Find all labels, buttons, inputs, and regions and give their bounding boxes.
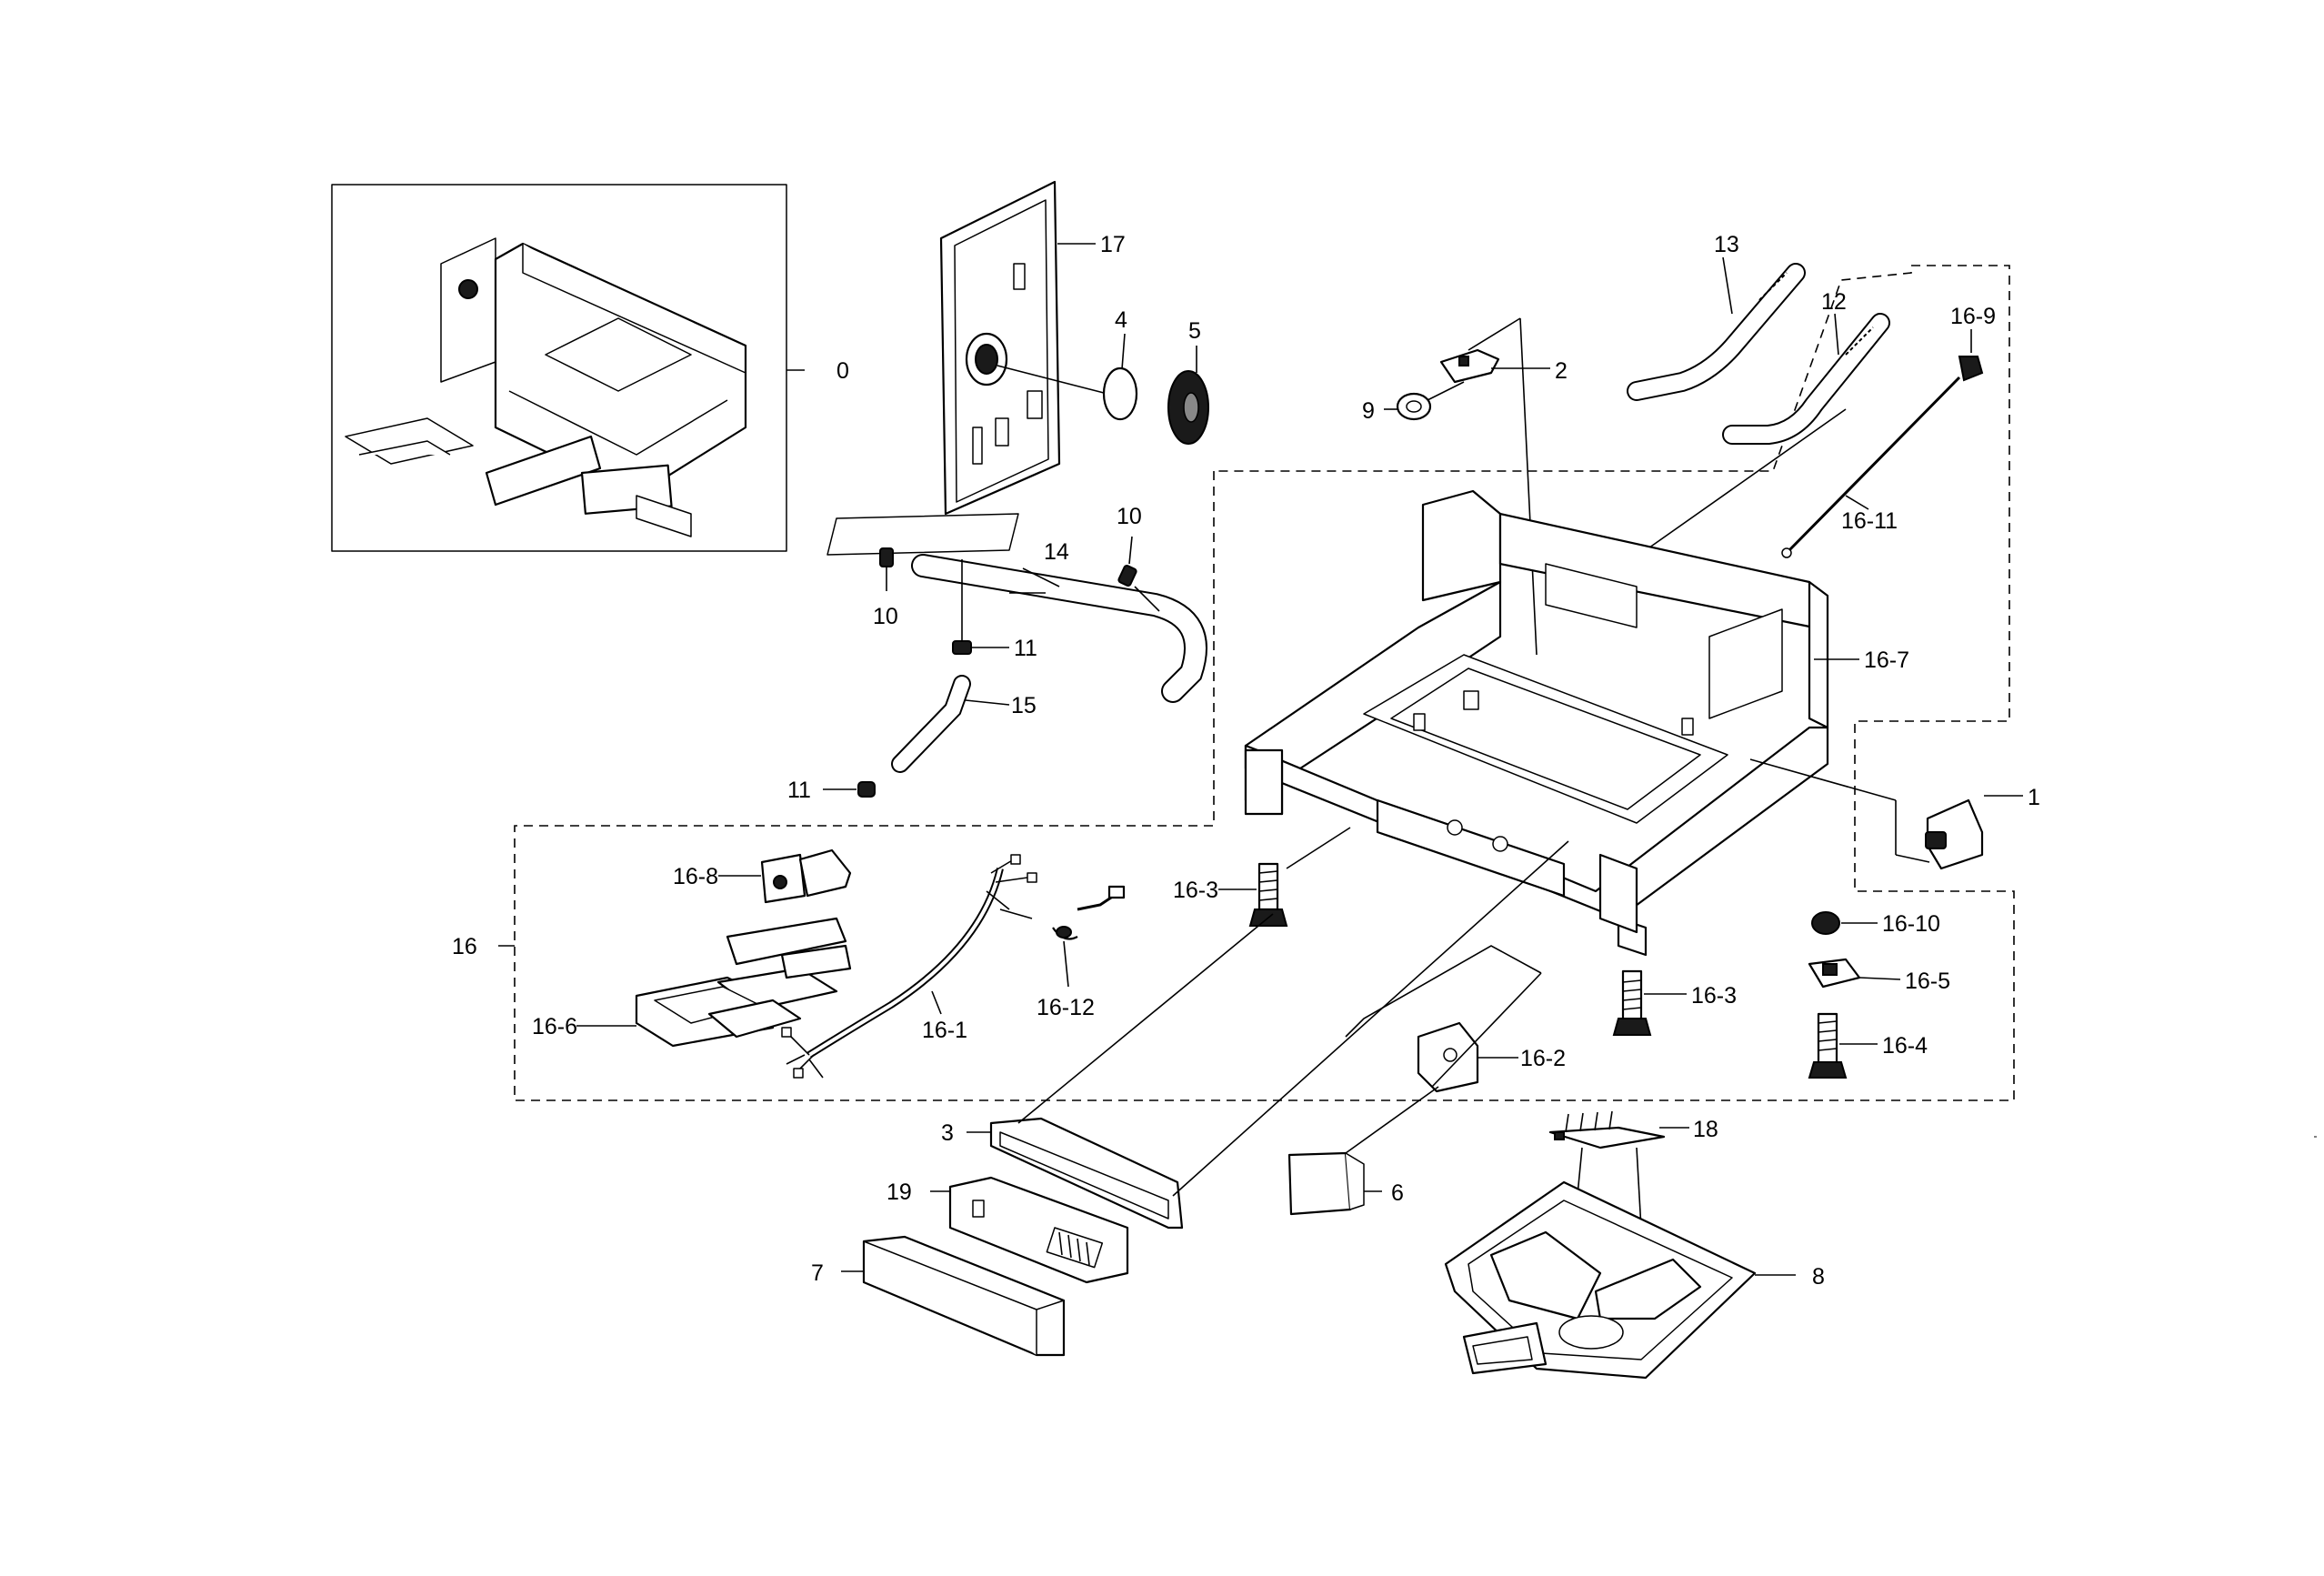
part-10-clamp-right — [1117, 564, 1137, 587]
part-19-control-board — [948, 1176, 1129, 1284]
part-9-clip — [1396, 392, 1432, 421]
part-11-clamp-lower — [857, 781, 876, 798]
label-part-11-lower: 11 — [787, 778, 811, 803]
part-16-6-tray — [635, 917, 852, 1048]
label-part-16-10: 16-10 — [1882, 911, 1940, 937]
label-part-16-11: 16-11 — [1841, 508, 1898, 534]
label-part-0: 0 — [836, 358, 849, 384]
label-part-16-7: 16-7 — [1864, 647, 1909, 673]
part-3-front-panel — [989, 1117, 1184, 1230]
part-16-3-foot-right — [1612, 969, 1652, 1036]
label-part-6: 6 — [1391, 1180, 1404, 1206]
label-part-16-12: 16-12 — [1037, 995, 1095, 1020]
label-part-7: 7 — [811, 1260, 824, 1286]
label-part-1: 1 — [2028, 785, 2040, 810]
part-1-motor — [1925, 798, 1984, 870]
label-part-16: 16 — [452, 934, 477, 959]
label-part-16-4: 16-4 — [1882, 1033, 1928, 1059]
part-16-11-rod — [1785, 376, 1961, 555]
label-part-16-3-left: 16-3 — [1173, 878, 1218, 903]
label-part-16-1: 16-1 — [922, 1018, 967, 1043]
label-part-16-6: 16-6 — [532, 1014, 577, 1039]
label-part-16-2: 16-2 — [1520, 1046, 1566, 1071]
part-16-1-wire-harness — [781, 854, 1037, 1079]
label-part-11-upper: 11 — [1014, 636, 1037, 661]
label-part-3: 3 — [941, 1120, 954, 1146]
part-2-bracket — [1439, 348, 1500, 384]
label-part-12: 12 — [1821, 289, 1847, 315]
part-16-9-fitting — [1958, 356, 1984, 382]
label-part-16-3-right: 16-3 — [1691, 983, 1737, 1009]
part-16-4-foot — [1808, 1012, 1848, 1079]
label-part-2: 2 — [1555, 358, 1568, 384]
part-18-heater — [1548, 1110, 1666, 1149]
label-part-14: 14 — [1044, 539, 1069, 565]
label-part-17: 17 — [1100, 232, 1126, 257]
part-16-3-foot-left — [1248, 862, 1288, 927]
label-part-4: 4 — [1115, 307, 1127, 333]
part-8-sump — [1444, 1180, 1757, 1380]
label-part-18: 18 — [1693, 1117, 1718, 1142]
part-10-clamp-left — [879, 547, 894, 567]
part-16-10-cap — [1811, 911, 1840, 935]
part-16-8-valve — [760, 848, 852, 904]
main-base-frame — [1244, 489, 1829, 957]
part-5-gasket — [1167, 370, 1209, 445]
part-label-sheet — [826, 513, 1019, 556]
label-part-5: 5 — [1188, 318, 1201, 344]
label-part-15: 15 — [1011, 693, 1037, 718]
label-part-16-5: 16-5 — [1905, 969, 1950, 994]
label-part-16-9: 16-9 — [1950, 304, 1996, 329]
part-6-block — [1287, 1151, 1365, 1216]
label-part-10-left: 10 — [873, 604, 898, 629]
part-16-5-bracket — [1808, 958, 1861, 989]
label-part-16-8: 16-8 — [673, 864, 718, 889]
part-15-short-hose — [891, 675, 971, 773]
label-part-9: 9 — [1362, 398, 1375, 424]
part-16-2-bracket — [1417, 1021, 1479, 1093]
overview-assembly-box — [331, 184, 787, 552]
label-part-10-right: 10 — [1117, 504, 1142, 529]
part-14-hose — [911, 554, 1207, 703]
group-16-boundary — [514, 265, 2015, 1101]
part-4-o-ring — [1102, 366, 1138, 421]
label-part-13: 13 — [1714, 232, 1739, 257]
part-17-rear-panel — [939, 180, 1061, 516]
part-11-clamp-upper — [952, 640, 972, 655]
part-13-hose — [1627, 263, 1806, 401]
label-part-19: 19 — [887, 1179, 912, 1205]
label-part-8: 8 — [1812, 1264, 1825, 1290]
part-7-cover — [862, 1235, 1066, 1357]
part-16-12-connector — [1052, 885, 1126, 940]
part-12-hose — [1722, 313, 1890, 445]
